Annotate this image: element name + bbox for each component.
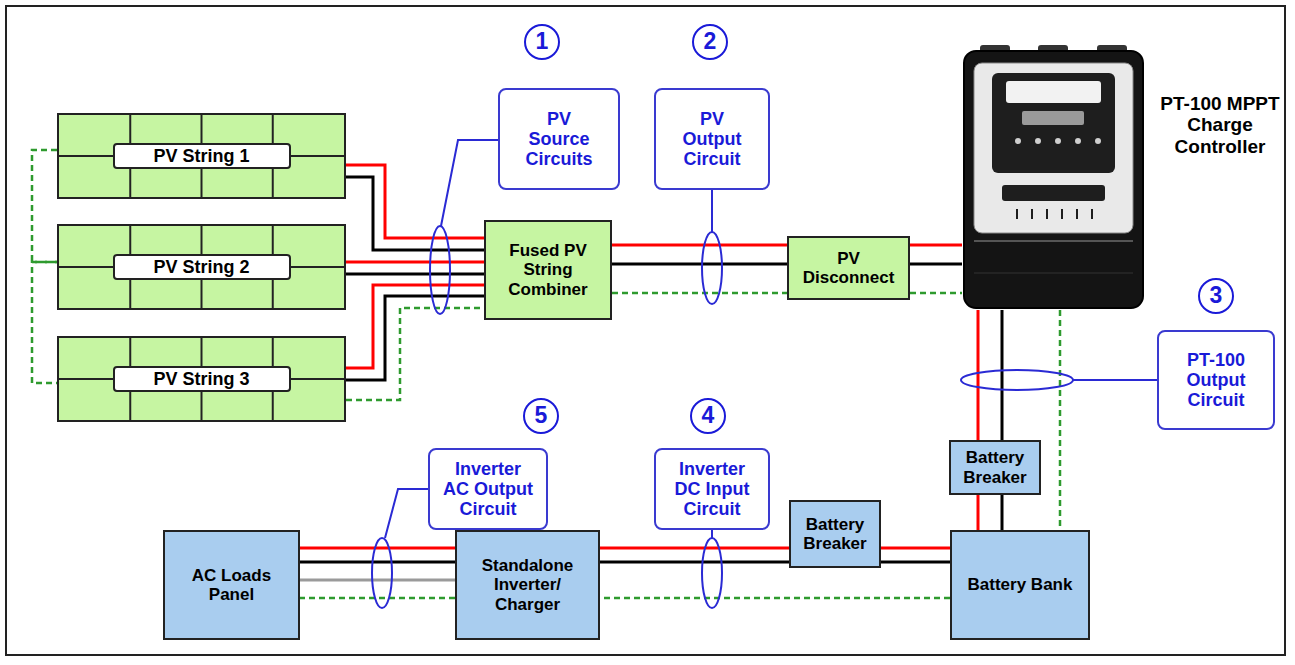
wire-bundle bbox=[910, 245, 962, 293]
leader-line bbox=[385, 489, 428, 538]
conductor-wire bbox=[612, 263, 787, 266]
callout-box: Inverter AC Output Circuit bbox=[428, 448, 548, 530]
label-text: PV Disconnect bbox=[799, 249, 899, 287]
label-text: Fused PV String Combiner bbox=[506, 241, 590, 298]
wire-bundle bbox=[346, 285, 484, 400]
wire-bundle bbox=[32, 150, 57, 262]
circuit-ellipse bbox=[702, 538, 722, 608]
battery-side-box: AC Loads Panel bbox=[163, 530, 300, 640]
ground-wire bbox=[1059, 310, 1062, 530]
wire-bundle bbox=[300, 548, 455, 598]
callout-box: PV Output Circuit bbox=[654, 88, 770, 190]
wire-bundle bbox=[978, 310, 1002, 440]
label-text: AC Loads Panel bbox=[182, 566, 282, 604]
conductor-wire bbox=[600, 561, 789, 564]
wire-bundle bbox=[600, 598, 950, 599]
callout-number-text: 4 bbox=[702, 403, 715, 429]
conductor-wire bbox=[600, 547, 789, 550]
battery-side-box: Standalone Inverter/ Charger bbox=[455, 530, 600, 640]
callout-number: 4 bbox=[690, 398, 726, 434]
ground-wire bbox=[346, 308, 484, 400]
conductor-wire bbox=[1001, 495, 1004, 530]
label-text: Battery Breaker bbox=[795, 515, 875, 553]
label-text: PV Output Circuit bbox=[672, 109, 752, 169]
label-text: PT-100 Output Circuit bbox=[1166, 350, 1266, 410]
battery-side-box: Battery Bank bbox=[950, 530, 1090, 640]
leader-line bbox=[711, 530, 713, 538]
callout-box: Inverter DC Input Circuit bbox=[654, 448, 770, 530]
pv-component-box: PV Disconnect bbox=[787, 236, 910, 300]
leader-line bbox=[441, 140, 498, 226]
conductor-wire bbox=[910, 263, 962, 266]
conductor-wire bbox=[612, 244, 787, 247]
conductor-wire bbox=[346, 273, 484, 276]
label-text: Inverter DC Input Circuit bbox=[666, 459, 758, 519]
pv-string-panel: PV String 2 bbox=[57, 224, 346, 310]
conductor-wire bbox=[300, 579, 455, 582]
label-text: PV String 1 bbox=[113, 143, 291, 169]
callout-number-text: 3 bbox=[1210, 283, 1223, 309]
leader-line bbox=[1073, 379, 1157, 381]
callout-box: PT-100 Output Circuit bbox=[1157, 330, 1275, 430]
conductor-wire bbox=[977, 495, 980, 530]
callout-number: 2 bbox=[692, 24, 728, 60]
wire-bundle bbox=[346, 165, 484, 250]
wire-bundle bbox=[612, 245, 787, 293]
wire-bundle bbox=[881, 548, 950, 562]
conductor-wire bbox=[881, 547, 950, 550]
battery-side-box: Battery Breaker bbox=[789, 500, 881, 568]
pv-component-box: Fused PV String Combiner bbox=[484, 220, 612, 320]
label-text: PV String 3 bbox=[113, 366, 291, 392]
conductor-wire bbox=[300, 547, 455, 550]
ground-wire bbox=[32, 150, 57, 262]
circuit-ellipse bbox=[961, 370, 1073, 390]
battery-side-box: Battery Breaker bbox=[949, 440, 1041, 495]
callout-number-text: 2 bbox=[704, 29, 717, 55]
callout-number: 5 bbox=[523, 398, 559, 434]
callout-number: 1 bbox=[524, 24, 560, 60]
controller-housing bbox=[962, 45, 1145, 310]
label-text: PV String 2 bbox=[113, 254, 291, 280]
conductor-wire bbox=[977, 310, 980, 440]
label-text: Battery Breaker bbox=[955, 448, 1035, 486]
circuit-ellipse bbox=[372, 538, 392, 608]
charge-controller: PT-100 MPPT Charge Controller bbox=[962, 45, 1145, 310]
conductor-wire bbox=[881, 561, 950, 564]
conductor-wire bbox=[910, 244, 962, 247]
conductor-wire bbox=[346, 261, 484, 264]
callout-number-text: 5 bbox=[535, 403, 548, 429]
ground-wire bbox=[612, 292, 787, 295]
callout-box: PV Source Circuits bbox=[498, 88, 620, 190]
conductor-wire bbox=[346, 177, 484, 250]
ground-wire bbox=[300, 597, 455, 600]
wire-bundle bbox=[346, 262, 484, 274]
wire-bundle bbox=[1060, 310, 1061, 530]
conductor-wire bbox=[1001, 310, 1004, 440]
leader-line bbox=[711, 190, 713, 232]
pv-string-panel: PV String 3 bbox=[57, 336, 346, 422]
callout-number: 3 bbox=[1198, 278, 1234, 314]
callout-number-text: 1 bbox=[536, 29, 549, 55]
wire-bundle bbox=[600, 548, 789, 562]
circuit-ellipse bbox=[702, 232, 722, 304]
label-text: PV Source Circuits bbox=[519, 109, 599, 169]
circuit-ellipse bbox=[430, 226, 450, 314]
label-text: Standalone Inverter/ Charger bbox=[473, 556, 583, 613]
conductor-wire bbox=[300, 561, 455, 564]
pv-string-panel: PV String 1 bbox=[57, 113, 346, 199]
wire-bundle bbox=[978, 495, 1002, 530]
label-text: PT-100 MPPT Charge Controller bbox=[1150, 93, 1290, 157]
wire-bundle bbox=[32, 262, 57, 383]
ground-wire bbox=[32, 262, 57, 383]
ground-wire bbox=[600, 597, 950, 600]
ground-wire bbox=[910, 292, 962, 295]
label-text: Battery Bank bbox=[968, 575, 1073, 594]
label-text: Inverter AC Output Circuit bbox=[442, 459, 534, 519]
